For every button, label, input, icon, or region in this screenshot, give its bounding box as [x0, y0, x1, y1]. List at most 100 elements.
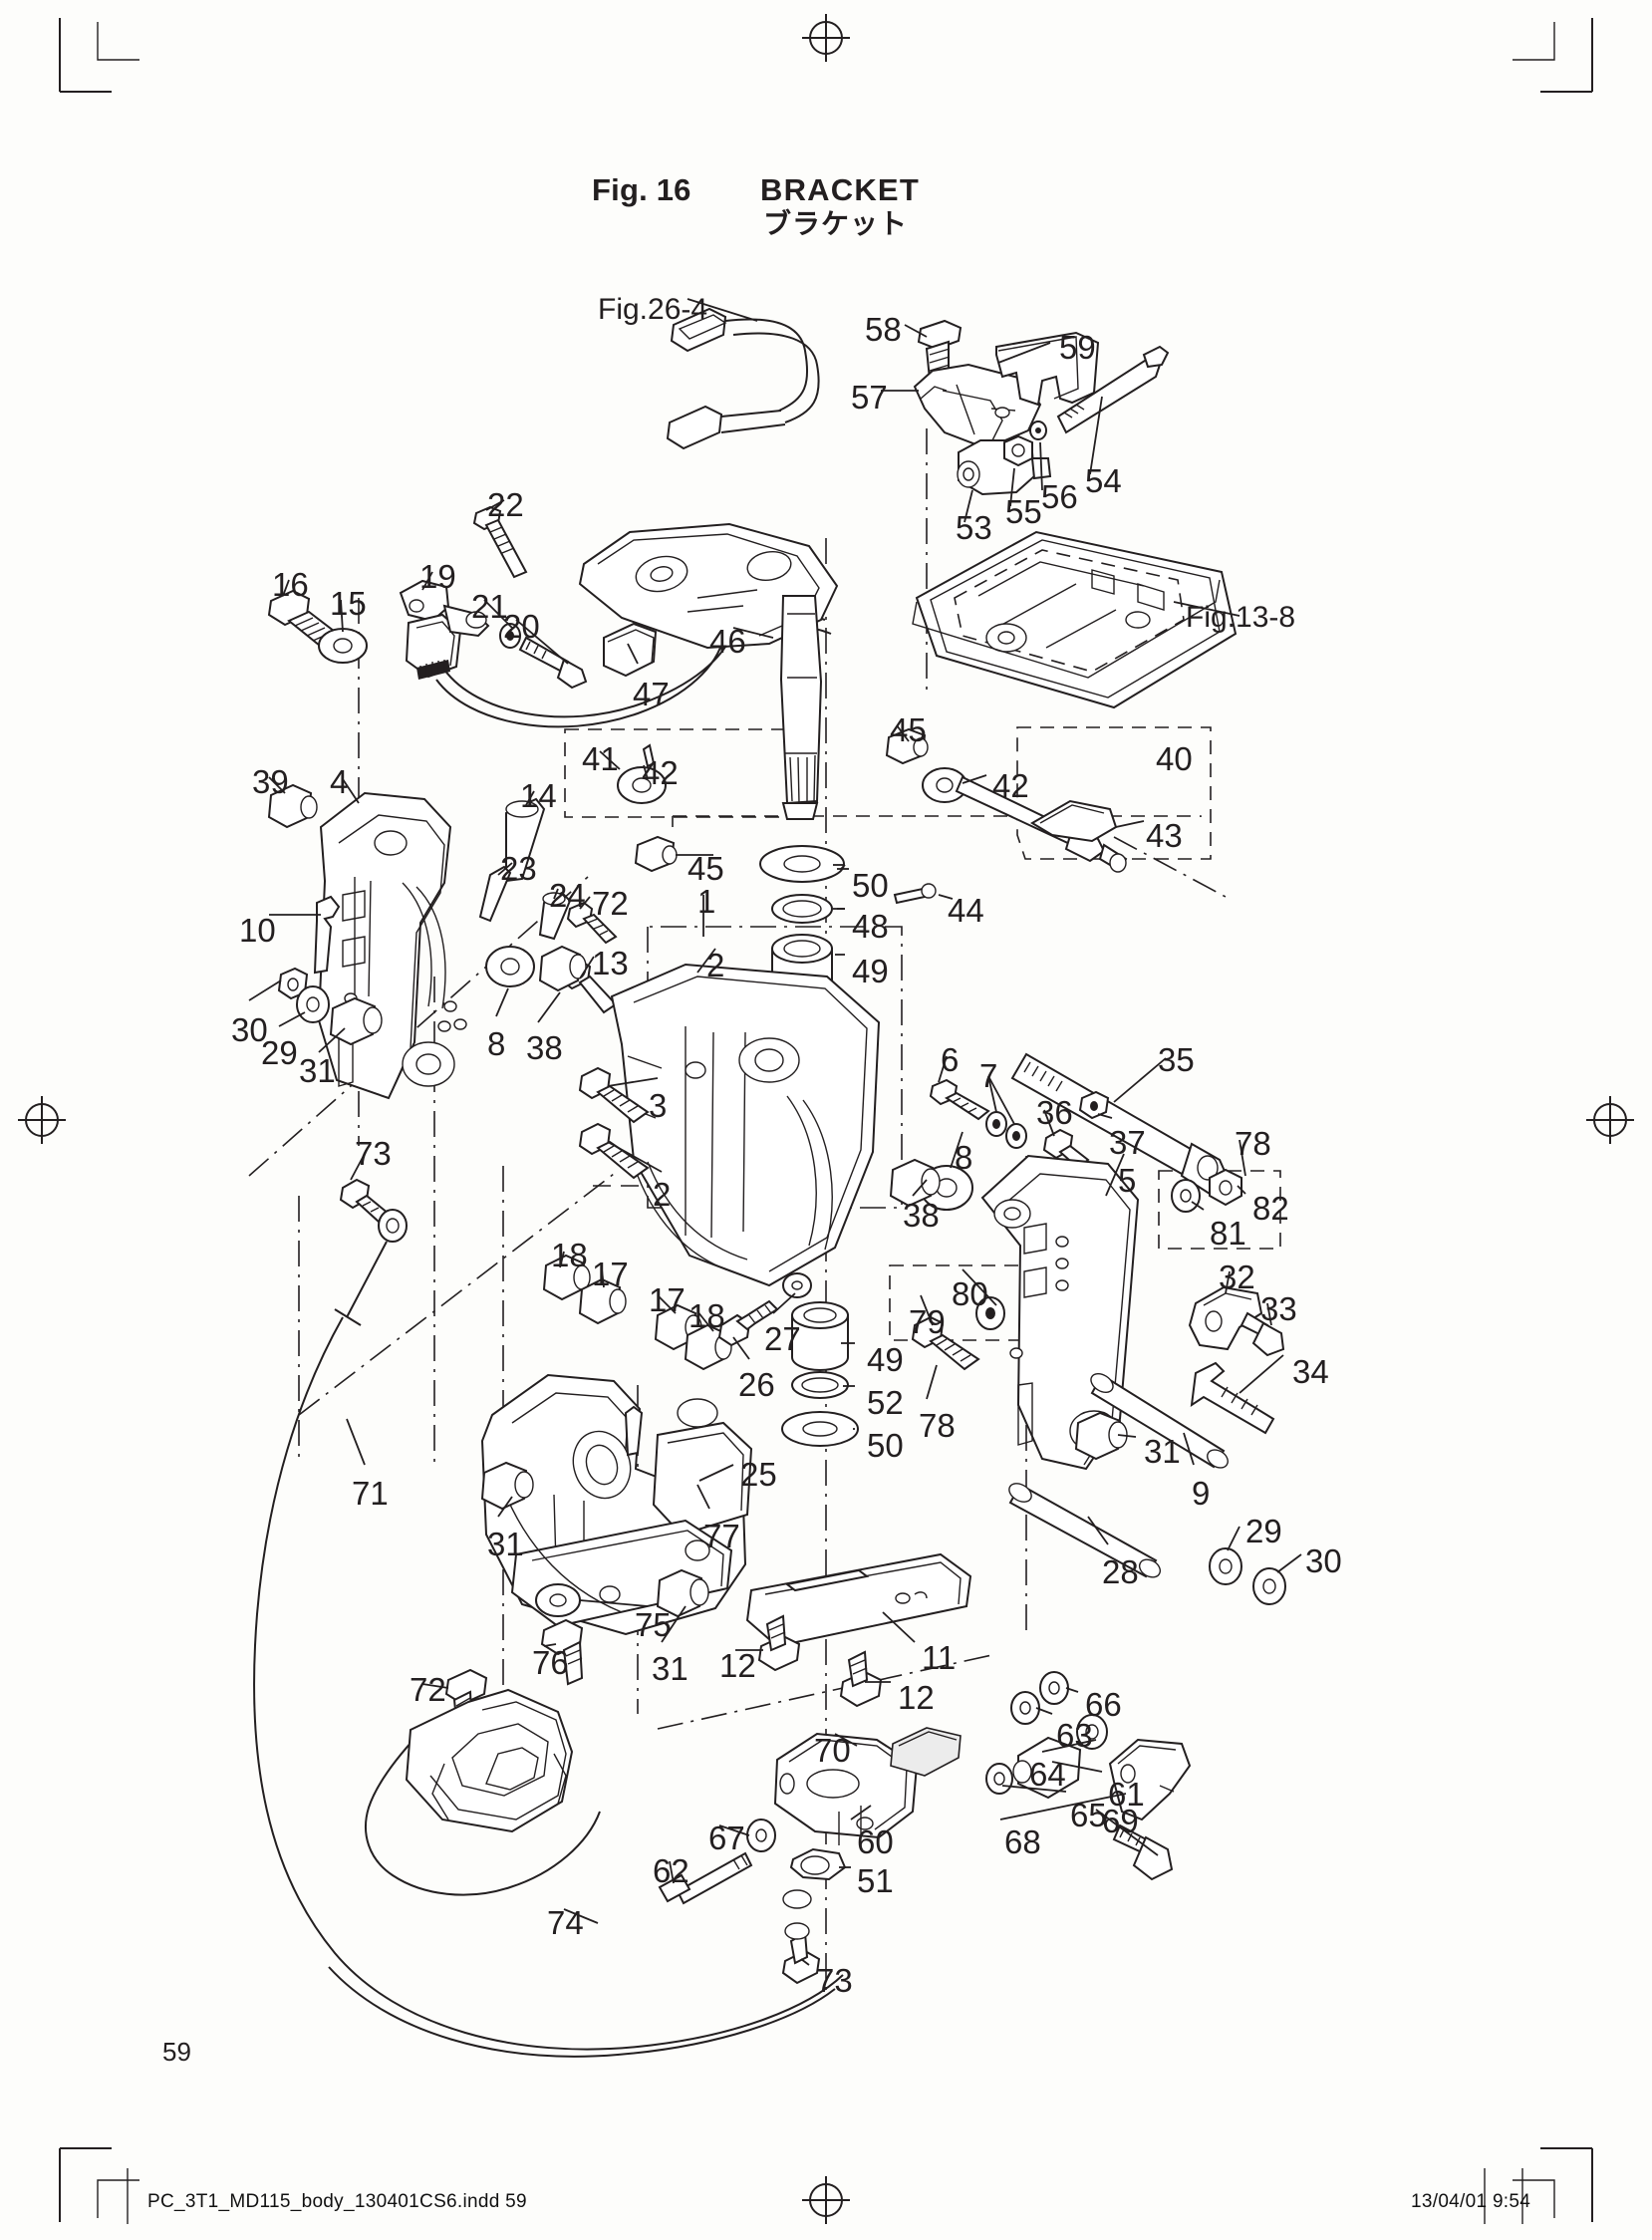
part-callout-21[interactable]: 21 [471, 588, 508, 625]
part-callout-43[interactable]: 43 [1146, 817, 1183, 854]
part-callout-24[interactable]: 24 [549, 877, 586, 914]
part-callout-25[interactable]: 25 [740, 1456, 777, 1493]
part-callout-79[interactable]: 79 [909, 1303, 946, 1340]
part-callout-72[interactable]: 72 [410, 1671, 446, 1708]
part-callout-80[interactable]: 80 [952, 1275, 988, 1312]
part-callout-55[interactable]: 55 [1005, 493, 1042, 530]
part-callout-52[interactable]: 52 [867, 1384, 904, 1421]
part-callout-35[interactable]: 35 [1158, 1041, 1195, 1078]
part-callout-54[interactable]: 54 [1085, 462, 1122, 499]
part-callout-33[interactable]: 33 [1260, 1290, 1297, 1327]
part-callout-56[interactable]: 56 [1041, 478, 1078, 515]
part-callout-62[interactable]: 62 [653, 1852, 689, 1889]
part-callout-1[interactable]: 1 [697, 883, 716, 920]
part-callout-7[interactable]: 7 [979, 1057, 998, 1094]
part-callout-40[interactable]: 40 [1156, 740, 1193, 777]
part-callout-51[interactable]: 51 [857, 1862, 894, 1899]
part-callout-26[interactable]: 26 [738, 1366, 775, 1403]
part-callout-31[interactable]: 31 [487, 1526, 524, 1562]
part-callout-72[interactable]: 72 [592, 885, 629, 922]
part-callout-68[interactable]: 68 [1004, 1823, 1041, 1860]
part-callout-38[interactable]: 38 [526, 1029, 563, 1066]
part-callout-39[interactable]: 39 [252, 763, 289, 800]
part-callout-12[interactable]: 12 [719, 1647, 756, 1684]
part-callout-2[interactable]: 2 [653, 1176, 672, 1213]
part-callout-69[interactable]: 69 [1102, 1803, 1139, 1839]
part-callout-18[interactable]: 18 [551, 1237, 588, 1273]
part-callout-14[interactable]: 14 [520, 777, 557, 814]
part-callout-20[interactable]: 20 [503, 608, 540, 645]
part-callout-30[interactable]: 30 [1305, 1542, 1342, 1579]
part-callout-3[interactable]: 3 [649, 1087, 668, 1124]
part-callout-53[interactable]: 53 [956, 509, 992, 546]
part-callout-23[interactable]: 23 [500, 850, 537, 887]
part-callout-71[interactable]: 71 [352, 1475, 389, 1512]
part-callout-19[interactable]: 19 [419, 558, 456, 595]
part-callout-2[interactable]: 2 [706, 947, 725, 983]
part-callout-50[interactable]: 50 [852, 867, 889, 904]
part-callout-31[interactable]: 31 [299, 1052, 336, 1089]
part-callout-18[interactable]: 18 [688, 1297, 725, 1334]
part-callout-74[interactable]: 74 [547, 1904, 584, 1941]
part-callout-30[interactable]: 30 [231, 1011, 268, 1048]
part-callout-36[interactable]: 36 [1036, 1094, 1073, 1131]
part-callout-10[interactable]: 10 [239, 912, 276, 949]
part-callout-67[interactable]: 67 [708, 1820, 745, 1856]
part-callout-78[interactable]: 78 [1235, 1125, 1271, 1162]
part-callout-73[interactable]: 73 [816, 1962, 853, 1999]
part-callout-37[interactable]: 37 [1109, 1124, 1146, 1161]
part-callout-17[interactable]: 17 [592, 1256, 629, 1292]
part-callout-22[interactable]: 22 [487, 486, 524, 523]
part-callout-46[interactable]: 46 [709, 623, 746, 660]
part-callout-49[interactable]: 49 [867, 1341, 904, 1378]
part-callout-27[interactable]: 27 [764, 1320, 801, 1357]
part-callout-64[interactable]: 64 [1029, 1756, 1066, 1793]
part-callout-38[interactable]: 38 [903, 1197, 940, 1234]
part-callout-34[interactable]: 34 [1292, 1353, 1329, 1390]
part-callout-61[interactable]: 61 [1108, 1776, 1145, 1813]
part-callout-41[interactable]: 41 [582, 740, 619, 777]
part-callout-47[interactable]: 47 [633, 676, 670, 712]
part-callout-15[interactable]: 15 [330, 585, 367, 622]
part-callout-6[interactable]: 6 [941, 1041, 960, 1078]
part-callout-73[interactable]: 73 [355, 1135, 392, 1172]
part-callout-65[interactable]: 65 [1070, 1797, 1107, 1833]
part-callout-77[interactable]: 77 [703, 1518, 740, 1554]
part-callout-32[interactable]: 32 [1219, 1259, 1255, 1295]
cross-reference-fig13-8[interactable]: Fig.13-8 [1186, 601, 1296, 634]
part-callout-45[interactable]: 45 [890, 711, 927, 748]
part-callout-29[interactable]: 29 [261, 1034, 298, 1071]
part-callout-58[interactable]: 58 [865, 311, 902, 348]
part-callout-5[interactable]: 5 [1118, 1162, 1137, 1199]
part-callout-60[interactable]: 60 [857, 1823, 894, 1860]
part-callout-9[interactable]: 9 [1192, 1475, 1211, 1512]
part-callout-11[interactable]: 11 [922, 1639, 957, 1676]
part-callout-63[interactable]: 63 [1056, 1717, 1093, 1754]
part-callout-31[interactable]: 31 [652, 1650, 688, 1687]
part-callout-44[interactable]: 44 [948, 892, 984, 929]
part-callout-57[interactable]: 57 [851, 379, 888, 416]
part-callout-66[interactable]: 66 [1085, 1686, 1122, 1723]
part-callout-70[interactable]: 70 [814, 1732, 851, 1769]
part-callout-42[interactable]: 42 [992, 767, 1029, 804]
part-callout-31[interactable]: 31 [1144, 1433, 1181, 1470]
cross-reference-fig26-4[interactable]: Fig.26-4 [598, 293, 708, 326]
part-callout-12[interactable]: 12 [898, 1679, 935, 1716]
part-callout-49[interactable]: 49 [852, 953, 889, 989]
part-callout-42[interactable]: 42 [642, 754, 679, 791]
part-callout-45[interactable]: 45 [688, 850, 724, 887]
part-callout-8[interactable]: 8 [487, 1025, 506, 1062]
part-callout-17[interactable]: 17 [649, 1281, 686, 1318]
part-callout-59[interactable]: 59 [1059, 329, 1096, 366]
part-callout-4[interactable]: 4 [330, 763, 349, 800]
part-callout-13[interactable]: 13 [592, 945, 629, 981]
part-callout-81[interactable]: 81 [1210, 1215, 1246, 1252]
part-callout-8[interactable]: 8 [955, 1139, 973, 1176]
part-callout-50[interactable]: 50 [867, 1427, 904, 1464]
part-callout-75[interactable]: 75 [635, 1606, 672, 1643]
part-callout-76[interactable]: 76 [532, 1644, 569, 1681]
part-callout-48[interactable]: 48 [852, 908, 889, 945]
part-callout-82[interactable]: 82 [1252, 1190, 1289, 1227]
part-callout-78[interactable]: 78 [919, 1407, 956, 1444]
part-callout-28[interactable]: 28 [1102, 1553, 1139, 1590]
